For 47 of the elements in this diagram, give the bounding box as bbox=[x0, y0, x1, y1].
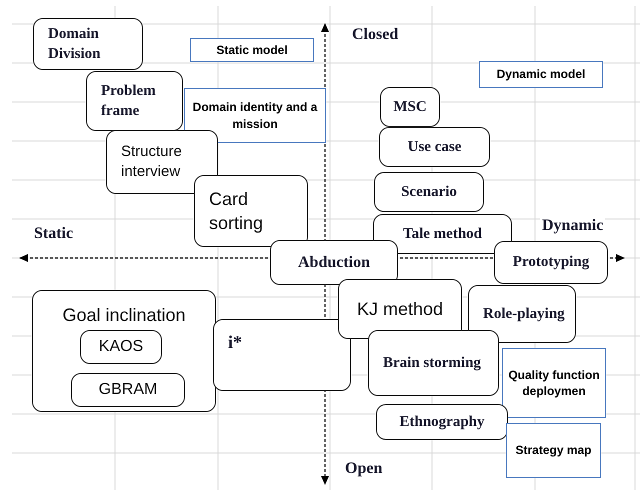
method-name: Prototyping bbox=[512, 253, 590, 272]
method-box bbox=[368, 330, 499, 396]
method-name: Structure interview bbox=[121, 142, 183, 182]
method-name: Static model bbox=[216, 42, 288, 58]
method-box bbox=[71, 373, 185, 407]
method-name: Domain identity and a mission bbox=[192, 99, 318, 132]
category-box bbox=[479, 61, 603, 88]
method-name: Abduction bbox=[298, 252, 370, 273]
method-name: GBRAM bbox=[98, 380, 158, 400]
method-name: Problem frame bbox=[101, 82, 157, 121]
category-box bbox=[190, 38, 314, 62]
method-name: Dynamic model bbox=[496, 66, 586, 83]
method-box bbox=[32, 290, 216, 412]
method-name: Role-playing bbox=[483, 304, 566, 324]
method-name: KAOS bbox=[98, 337, 144, 358]
method-name: Scenario bbox=[401, 182, 457, 202]
method-box bbox=[106, 130, 218, 194]
method-name: Goal inclination bbox=[62, 304, 186, 327]
method-name: Quality function deploymen bbox=[507, 366, 601, 400]
method-name: Ethnography bbox=[399, 412, 485, 432]
method-box bbox=[80, 330, 162, 364]
method-box bbox=[373, 214, 512, 254]
method-name: Brain storming bbox=[383, 354, 482, 373]
method-name: Domain Division bbox=[48, 24, 102, 64]
method-box bbox=[194, 175, 308, 247]
category-box bbox=[184, 88, 326, 143]
method-box bbox=[374, 172, 484, 212]
method-box bbox=[494, 241, 608, 284]
method-box bbox=[380, 87, 440, 127]
method-name: Card sorting bbox=[209, 188, 264, 235]
method-name: MSC bbox=[393, 98, 427, 117]
method-name: KJ method bbox=[356, 298, 444, 321]
method-box bbox=[379, 127, 490, 167]
method-box bbox=[86, 71, 183, 131]
method-name: Tale method bbox=[402, 224, 482, 244]
method-box bbox=[213, 319, 351, 391]
method-box bbox=[270, 240, 398, 285]
method-box bbox=[33, 18, 143, 70]
axis-label: Open bbox=[343, 460, 384, 478]
method-name: i* bbox=[228, 331, 244, 354]
method-box bbox=[468, 285, 576, 343]
axis-label: Dynamic bbox=[540, 217, 606, 235]
category-box bbox=[506, 423, 601, 478]
category-box bbox=[502, 348, 606, 418]
method-name: Strategy map bbox=[515, 442, 592, 459]
method-box bbox=[376, 404, 508, 440]
method-name: Use case bbox=[408, 138, 462, 157]
